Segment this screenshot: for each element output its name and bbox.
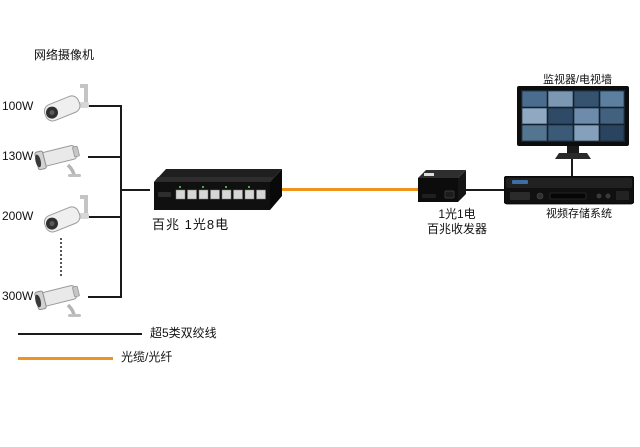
copper-bus-line [120, 105, 122, 298]
transceiver-label-line1: 1光1电 [438, 207, 476, 221]
more-cameras-dotted-line [60, 238, 62, 276]
camera-icon-300w [28, 276, 90, 320]
transceiver-label: 1光1电 百兆收发器 [413, 207, 501, 237]
camera-label-200w: 200W [2, 209, 34, 223]
camera-icon-130w [28, 136, 90, 180]
bullet-camera-icon [34, 144, 81, 177]
transceiver-device-icon [418, 170, 466, 202]
transceiver-icon [416, 168, 468, 204]
legend-fiber-line [18, 357, 113, 360]
storage-label: 视频存储系统 [546, 208, 612, 220]
monitor-device-icon [517, 86, 629, 159]
camera-group-label: 网络摄像机 [34, 48, 95, 62]
camera-label-100w: 100W [2, 99, 34, 113]
copper-line-camera2 [88, 156, 122, 158]
legend-copper-line [18, 333, 142, 335]
nvr-device-icon [504, 176, 634, 205]
legend-copper-label: 超5类双绞线 [150, 326, 217, 340]
ptz-camera-icon [43, 195, 89, 233]
bullet-camera-icon [34, 284, 81, 317]
copper-line-to-storage [466, 189, 508, 191]
copper-line-camera3 [86, 216, 122, 218]
copper-line-to-switch [120, 189, 150, 191]
monitor-icon [517, 86, 629, 160]
monitor-storage-line [571, 150, 573, 180]
camera-icon-100w [36, 80, 94, 130]
camera-icon-200w [36, 191, 94, 241]
monitor-label: 监视器/电视墙 [543, 74, 613, 86]
legend-fiber-label: 光缆/光纤 [121, 350, 173, 364]
fiber-line [282, 188, 422, 191]
camera-label-130w: 130W [2, 149, 34, 163]
transceiver-label-line2: 百兆收发器 [426, 222, 487, 236]
camera-label-300w: 300W [2, 289, 34, 303]
ptz-camera-icon [43, 84, 89, 122]
copper-line-camera1 [86, 105, 122, 107]
switch-device-icon [154, 169, 282, 210]
copper-line-camera4 [88, 296, 122, 298]
switch-icon [146, 166, 284, 214]
switch-label: 百兆 1光8电 [152, 217, 230, 232]
storage-icon [504, 176, 634, 206]
